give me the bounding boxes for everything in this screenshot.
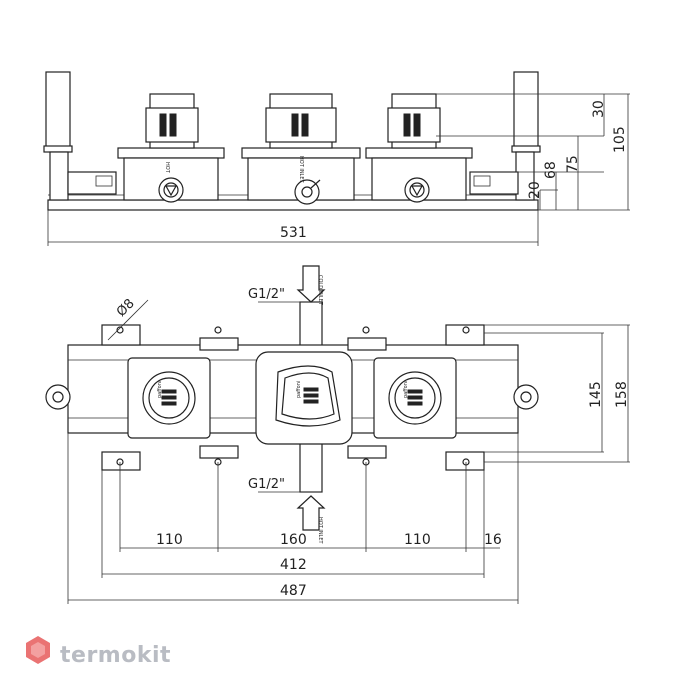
inlet-bottom-label: G1/2" (248, 477, 285, 492)
dim-412: 412 (280, 557, 307, 573)
dim-20: 20 (527, 181, 543, 199)
module-left: HOT (117, 93, 225, 203)
dim-158: 158 (614, 381, 630, 408)
dim-110-right: 110 (404, 532, 431, 548)
dim-68: 68 (543, 161, 559, 179)
cold-inlet-text: COLD INLET (317, 275, 323, 306)
diameter-label: Ø8 (114, 296, 138, 320)
hot-inlet-label: HOT INLET (298, 156, 304, 183)
watermark: termokit (26, 636, 171, 668)
cold-inlet-arrow-icon: COLD INLET (296, 265, 326, 306)
brand-center: paffoni (296, 381, 302, 398)
dim-487: 487 (280, 583, 307, 599)
brand-right: paffoni (403, 381, 409, 398)
module-center: HOT INLET (241, 93, 361, 205)
dim-145: 145 (588, 381, 604, 408)
plan-view: paffoni paffoni paffoni COLD INLET G1/2"… (45, 265, 630, 604)
dim-30: 30 (591, 100, 607, 118)
dim-75: 75 (565, 155, 581, 173)
svg-text:HOT: HOT (164, 162, 170, 174)
dim-160: 160 (280, 532, 307, 548)
hot-inlet-arrow-icon: HOT INLET (296, 495, 326, 544)
brand-left: paffoni (157, 381, 163, 398)
termokit-hexagon-logo (26, 636, 50, 664)
module-right (365, 93, 473, 203)
inlet-top-label: G1/2" (248, 287, 285, 302)
hot-inlet-text: HOT INLET (317, 517, 323, 544)
watermark-text: termokit (60, 643, 171, 668)
dim-16: 16 (484, 532, 502, 548)
elevation-view: HOT HOT INLET (43, 71, 630, 246)
dim-531: 531 (280, 225, 307, 241)
dim-110-left: 110 (156, 532, 183, 548)
dim-105: 105 (612, 126, 628, 153)
